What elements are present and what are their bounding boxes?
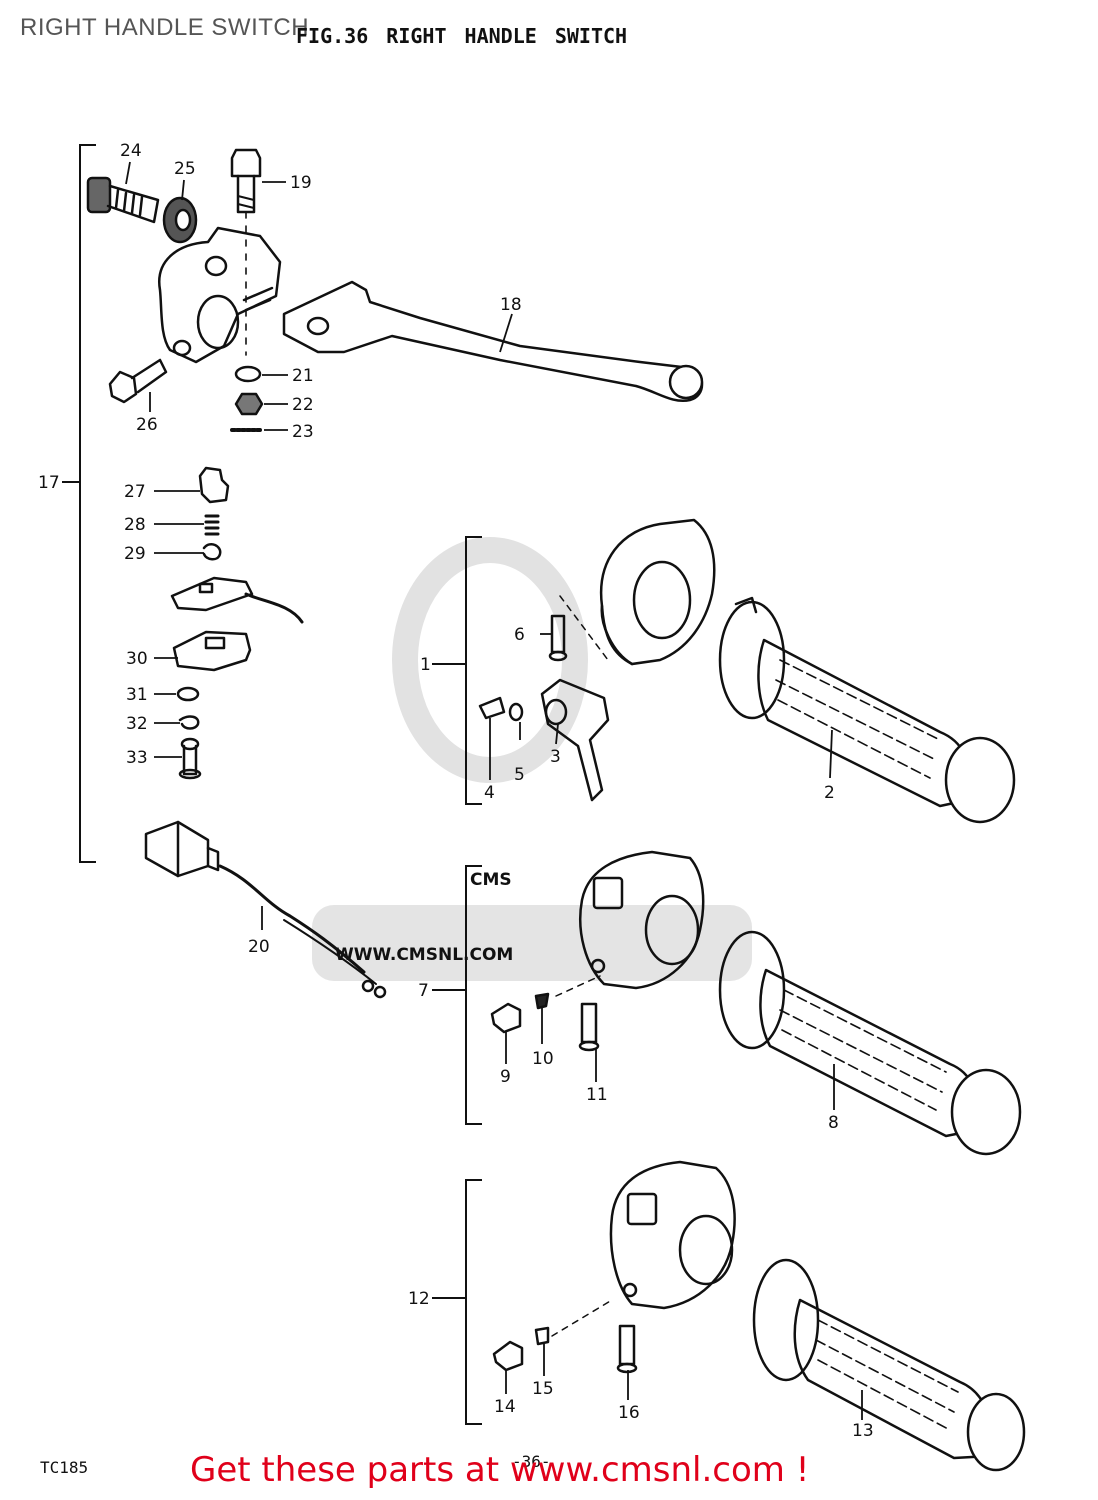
watermark-url-band — [312, 905, 752, 981]
part-9-knob — [490, 1002, 522, 1034]
part-1-right-switch-assembly — [599, 518, 716, 666]
part-10-spring — [534, 992, 550, 1010]
part-21-washer — [234, 365, 262, 383]
callout-4: 4 — [484, 783, 495, 803]
part-4-screw — [478, 696, 506, 720]
watermark-url: WWW.CMSNL.COM — [335, 945, 513, 965]
part-33-screw — [178, 737, 202, 780]
callout-8: 8 — [828, 1113, 839, 1133]
watermark-brand: CMS — [470, 870, 512, 890]
part-7-right-switch-assembly — [555, 850, 705, 997]
callout-31: 31 — [126, 685, 148, 705]
part-5-washer — [508, 702, 524, 722]
part-6-screw — [548, 614, 568, 662]
callout-27: 27 — [124, 482, 146, 502]
part-15-spring — [534, 1326, 550, 1346]
part-11-screw — [578, 1002, 600, 1052]
callout-7: 7 — [418, 981, 429, 1001]
callout-21: 21 — [292, 366, 314, 386]
callout-5: 5 — [514, 765, 525, 785]
part-13-throttle-grip — [752, 1258, 1026, 1472]
callout-3: 3 — [550, 747, 561, 767]
callout-12: 12 — [408, 1289, 430, 1309]
part-20-wire-harness — [144, 820, 387, 999]
part-18-brake-lever — [282, 280, 704, 403]
callout-1: 1 — [420, 655, 431, 675]
part-32-lockwasher — [178, 715, 200, 730]
callout-13: 13 — [852, 1421, 874, 1441]
bracket-7 — [465, 865, 482, 1125]
part-16-screw — [616, 1324, 638, 1374]
part-3-switch — [540, 595, 610, 802]
part-25-locknut — [162, 196, 198, 244]
callout-23: 23 — [292, 422, 314, 442]
part-22-nut — [234, 392, 264, 416]
callout-2: 2 — [824, 783, 835, 803]
callout-16: 16 — [618, 1403, 640, 1423]
page-title: RIGHT HANDLE SWITCH — [20, 14, 310, 41]
part-19-pivot-bolt — [230, 148, 262, 214]
bracket-17 — [79, 144, 96, 863]
model-code: TC185 — [40, 1458, 89, 1477]
figure-title: FIG.36 RIGHT HANDLE SWITCH — [296, 24, 628, 48]
part-31-washer — [176, 686, 200, 702]
part-26-bolt — [108, 358, 168, 404]
callout-14: 14 — [494, 1397, 516, 1417]
bracket-1 — [465, 536, 482, 805]
callout-labels: 1 2 3 4 5 6 7 8 9 10 11 12 13 14 15 16 1… — [38, 141, 874, 1441]
callout-18: 18 — [500, 295, 522, 315]
callout-19: 19 — [290, 173, 312, 193]
callout-17: 17 — [38, 473, 60, 493]
part-28-spring — [204, 514, 220, 536]
callout-26: 26 — [136, 415, 158, 435]
part-24-adjuster-bolt — [86, 176, 160, 224]
part-27-plunger — [198, 466, 230, 504]
callout-25: 25 — [174, 159, 196, 179]
callout-15: 15 — [532, 1379, 554, 1399]
callout-29: 29 — [124, 544, 146, 564]
page-number: -36- — [512, 1452, 551, 1471]
callout-24: 24 — [120, 141, 142, 161]
callout-10: 10 — [532, 1049, 554, 1069]
callout-33: 33 — [126, 748, 148, 768]
callout-32: 32 — [126, 714, 148, 734]
callout-22: 22 — [292, 395, 314, 415]
callout-9: 9 — [500, 1067, 511, 1087]
bracket-12 — [465, 1179, 482, 1425]
part-stop-switch-plate — [170, 576, 304, 624]
callout-20: 20 — [248, 937, 270, 957]
part-lever-holder — [158, 211, 282, 364]
part-8-throttle-grip — [718, 930, 1022, 1156]
part-30-switch-housing — [172, 630, 252, 672]
part-29-clip — [202, 543, 222, 561]
callout-11: 11 — [586, 1085, 608, 1105]
watermark: CMS WWW.CMSNL.COM — [312, 537, 752, 981]
part-14-knob — [492, 1340, 524, 1372]
callout-6: 6 — [514, 625, 525, 645]
callout-28: 28 — [124, 515, 146, 535]
part-2-throttle-grip — [718, 596, 1016, 824]
cmsnl-footer-link[interactable]: Get these parts at www.cmsnl.com ! — [190, 1450, 810, 1490]
part-12-right-switch-assembly — [551, 1160, 736, 1337]
leader-lines — [125, 161, 863, 1420]
callout-30: 30 — [126, 649, 148, 669]
